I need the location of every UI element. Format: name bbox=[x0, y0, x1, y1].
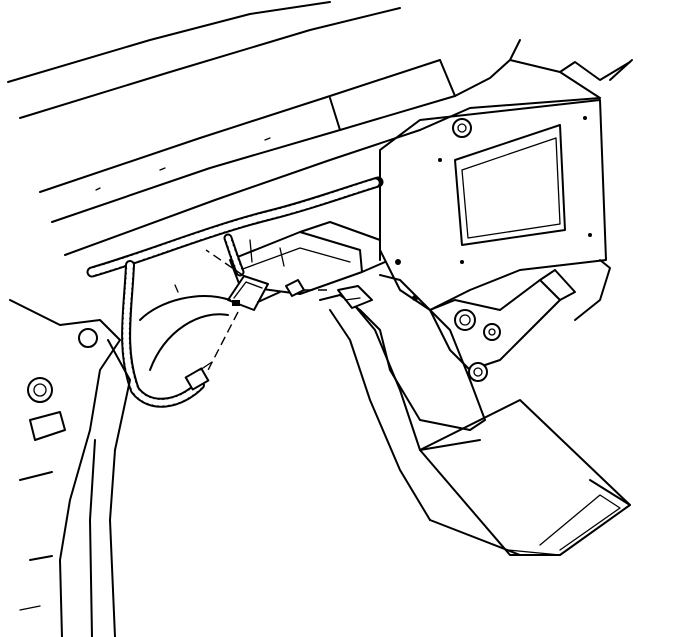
kick-panel bbox=[139, 284, 231, 371]
side-panel bbox=[379, 99, 611, 321]
wiring-harness bbox=[86, 176, 384, 408]
floor-mat bbox=[419, 399, 631, 556]
pedal-assembly bbox=[319, 274, 486, 521]
a-pillar bbox=[9, 299, 131, 637]
lower-bracket bbox=[395, 259, 576, 382]
instrument-panel bbox=[7, 1, 633, 256]
electrical-connector bbox=[184, 361, 213, 391]
retaining-screw bbox=[257, 279, 330, 303]
